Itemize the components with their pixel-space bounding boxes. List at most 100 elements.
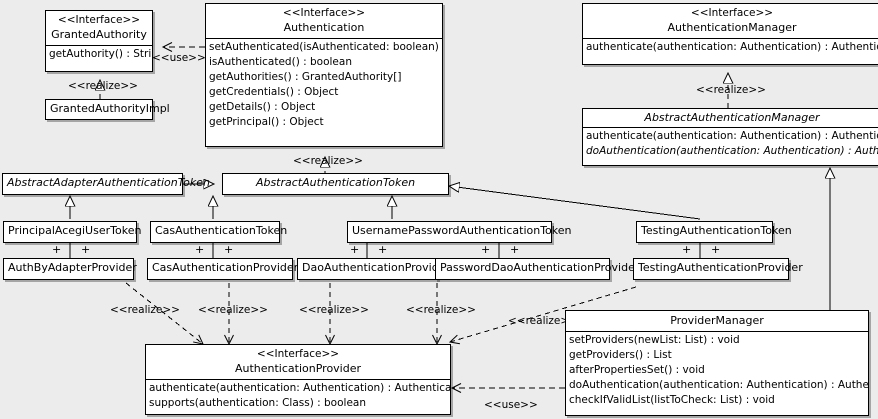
- operation: supports(authentication: Class) : boolea…: [149, 397, 366, 409]
- operation-abstract: doAuthentication(authentication: Authent…: [586, 145, 878, 157]
- class-name: Authentication: [283, 21, 365, 34]
- class-cas-authentication-token[interactable]: CasAuthenticationToken: [150, 221, 288, 243]
- class-auth-by-adapter-provider[interactable]: AuthByAdapterProvider: [3, 258, 137, 280]
- association-plus-passworddaoauthenticationprovider: +: [510, 243, 520, 256]
- class-name: AuthByAdapterProvider: [8, 261, 137, 274]
- class-testing-authentication-provider[interactable]: TestingAuthenticationProvider: [633, 258, 803, 280]
- association-plus-testingauthenticationtoken: +: [682, 243, 692, 256]
- class-username-password-authentication-token[interactable]: UsernamePasswordAuthenticationToken: [347, 221, 572, 243]
- association-plus-casauthenticationtoken: +: [195, 243, 205, 256]
- edge-label-use-authentication-grantedauthority: <<use>>: [152, 52, 206, 64]
- operation: authenticate(authentication: Authenticat…: [586, 41, 878, 53]
- class-name: ProviderManager: [670, 314, 764, 327]
- operation: getCredentials() : Object: [209, 86, 339, 98]
- class-header: AbstractAuthenticationToken: [223, 174, 448, 193]
- association-plus-daoauthenticationprovider: +: [378, 243, 388, 256]
- operation: setAuthenticated(isAuthenticated: boolea…: [209, 41, 442, 53]
- class-header: <<Interface>> AuthenticationProvider: [146, 345, 450, 379]
- class-provider-manager[interactable]: ProviderManager setProviders(newList: Li…: [565, 310, 869, 416]
- operation: getDetails() : Object: [209, 101, 316, 113]
- operation: getProviders() : List: [569, 349, 672, 361]
- operations-compartment: getAuthority() : String: [46, 45, 152, 63]
- operation: doAuthentication(authentication: Authent…: [569, 379, 868, 391]
- class-name: AbstractAuthenticationManager: [644, 111, 820, 124]
- class-abstract-authentication-manager[interactable]: AbstractAuthenticationManager authentica…: [582, 108, 878, 166]
- operation: isAuthenticated() : boolean: [209, 56, 352, 68]
- association-plus-authbyadapterprovider: +: [81, 243, 91, 256]
- class-abstract-authentication-token[interactable]: AbstractAuthenticationToken: [222, 173, 449, 195]
- stereotype-label: <<Interface>>: [57, 14, 141, 26]
- edge-label-realize-daoauthenticationprovider: <<realize>>: [299, 304, 369, 316]
- class-password-dao-authentication-provider[interactable]: PasswordDaoAuthenticationProvider: [435, 258, 640, 280]
- class-header: PrincipalAcegiUserToken: [4, 222, 142, 241]
- class-cas-authentication-provider[interactable]: CasAuthenticationProvider: [147, 258, 299, 280]
- edge-label-realize-casauthenticationprovider: <<realize>>: [198, 304, 268, 316]
- class-name: CasAuthenticationProvider: [152, 261, 299, 274]
- class-header: PasswordDaoAuthenticationProvider: [436, 259, 640, 278]
- class-header: TestingAuthenticationToken: [637, 222, 792, 241]
- class-header: DaoAuthenticationProvider: [298, 259, 450, 278]
- operation: getAuthorities() : GrantedAuthority[]: [209, 71, 402, 83]
- class-granted-authority[interactable]: <<Interface>> GrantedAuthority getAuthor…: [45, 10, 153, 72]
- class-header: AbstractAuthenticationManager: [583, 109, 878, 127]
- association-plus-testingauthenticationprovider: +: [711, 243, 721, 256]
- class-name: TestingAuthenticationProvider: [638, 261, 803, 274]
- operations-compartment: authenticate(authentication: Authenticat…: [146, 379, 450, 412]
- class-authentication[interactable]: <<Interface>> Authentication setAuthenti…: [205, 3, 443, 147]
- class-name: AuthenticationManager: [667, 21, 797, 34]
- class-header: GrantedAuthorityImpl: [46, 100, 170, 119]
- class-name: AuthenticationProvider: [234, 362, 362, 375]
- stereotype-label: <<Interface>>: [690, 7, 774, 19]
- operation: setProviders(newList: List) : void: [569, 334, 740, 346]
- class-header: CasAuthenticationProvider: [148, 259, 299, 278]
- class-header: AuthByAdapterProvider: [4, 259, 137, 278]
- class-name: GrantedAuthority: [51, 28, 147, 41]
- class-name: UsernamePasswordAuthenticationToken: [352, 224, 572, 237]
- operation: getPrincipal() : Object: [209, 116, 324, 128]
- class-name: DaoAuthenticationProvider: [302, 261, 450, 274]
- association-plus-usernamepasswordtoken-passworddao: +: [481, 243, 491, 256]
- class-testing-authentication-token[interactable]: TestingAuthenticationToken: [636, 221, 792, 243]
- class-name: GrantedAuthorityImpl: [50, 102, 170, 115]
- class-dao-authentication-provider[interactable]: DaoAuthenticationProvider: [297, 258, 450, 280]
- class-header: <<Interface>> Authentication: [206, 4, 442, 38]
- association-plus-principalacegiusertoken: +: [52, 243, 62, 256]
- association-plus-usernamepasswordtoken-dao: +: [350, 243, 360, 256]
- operations-compartment: authenticate(authentication: Authenticat…: [583, 38, 878, 56]
- class-authentication-provider[interactable]: <<Interface>> AuthenticationProvider aut…: [145, 344, 451, 415]
- class-header: <<Interface>> AuthenticationManager: [583, 4, 878, 38]
- stereotype-label: <<Interface>>: [282, 7, 366, 19]
- class-name: TestingAuthenticationToken: [641, 224, 792, 237]
- operations-compartment: setAuthenticated(isAuthenticated: boolea…: [206, 38, 442, 131]
- class-name: AbstractAuthenticationToken: [255, 176, 416, 189]
- class-header: AbstractAdapterAuthenticationToken: [3, 174, 210, 193]
- class-header: ProviderManager: [566, 311, 868, 331]
- operations-compartment: setProviders(newList: List) : void getPr…: [566, 331, 868, 409]
- class-header: TestingAuthenticationProvider: [634, 259, 803, 278]
- class-granted-authority-impl[interactable]: GrantedAuthorityImpl: [45, 99, 170, 120]
- class-name: PasswordDaoAuthenticationProvider: [440, 261, 640, 274]
- operation: checkIfValidList(listToCheck: List) : vo…: [569, 394, 775, 406]
- class-principal-acegi-user-token[interactable]: PrincipalAcegiUserToken: [3, 221, 142, 243]
- class-authentication-manager[interactable]: <<Interface>> AuthenticationManager auth…: [582, 3, 878, 65]
- class-header: <<Interface>> GrantedAuthority: [46, 11, 152, 45]
- class-name: PrincipalAcegiUserToken: [8, 224, 142, 237]
- class-name: CasAuthenticationToken: [155, 224, 288, 237]
- edge-label-realize-grantedauthorityimpl: <<realize>>: [68, 80, 138, 92]
- operations-compartment: authenticate(authentication: Authenticat…: [583, 127, 878, 160]
- class-header: CasAuthenticationToken: [151, 222, 288, 241]
- edge-label-realize-abstractauthenticationtoken: <<realize>>: [293, 155, 363, 167]
- class-abstract-adapter-authentication-token[interactable]: AbstractAdapterAuthenticationToken: [2, 173, 210, 195]
- class-header: UsernamePasswordAuthenticationToken: [348, 222, 572, 241]
- operation: afterPropertiesSet() : void: [569, 364, 705, 376]
- class-name: AbstractAdapterAuthenticationToken: [7, 176, 210, 189]
- edge-label-realize-authbyadapterprovider: <<realize>>: [110, 304, 180, 316]
- stereotype-label: <<Interface>>: [256, 348, 340, 360]
- operation: authenticate(authentication: Authenticat…: [586, 130, 878, 142]
- edge-label-use-providermanager: <<use>>: [484, 399, 538, 411]
- operation: getAuthority() : String: [49, 48, 152, 60]
- association-plus-casauthenticationprovider: +: [224, 243, 234, 256]
- edge-label-realize-passworddaoauthenticationprovider: <<realize>>: [406, 304, 476, 316]
- operation: authenticate(authentication: Authenticat…: [149, 382, 450, 394]
